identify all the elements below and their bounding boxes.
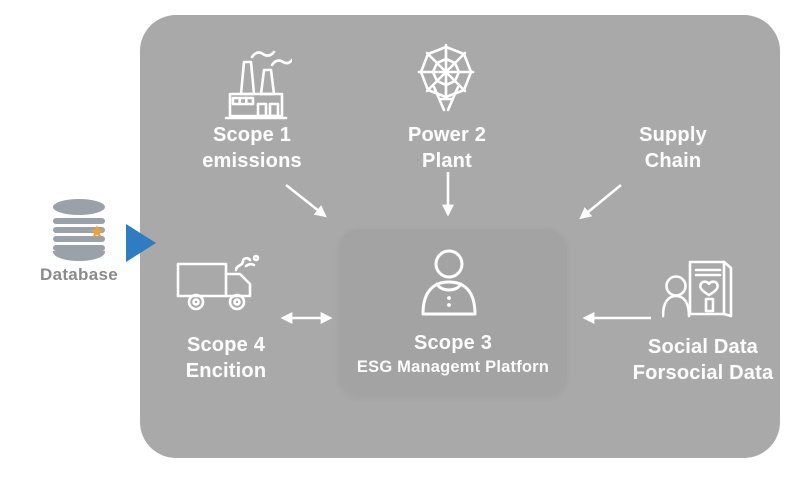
node-power-plant-label: Power 2 Plant [357, 122, 537, 175]
power-plant-line1: Power 2 [407, 124, 487, 146]
social-line2: Forsocial Data [632, 362, 774, 385]
person-icon [421, 249, 477, 316]
factory-icon [224, 50, 292, 120]
node-social-label: Social Data Forsocial Data [603, 334, 800, 387]
star-icon [90, 225, 104, 238]
supply-chain-line1: Supply [639, 124, 707, 146]
truck-icon [176, 254, 260, 311]
node-scope1-label: Scope 1 emissions [162, 122, 342, 175]
center-title: Scope 3 [413, 332, 493, 354]
database-flow-arrow-icon [126, 224, 156, 262]
center-platform-box: Scope 3 ESG Managemt Platforn [338, 228, 568, 398]
node-scope4-label: Scope 4 Encition [136, 332, 316, 385]
database-cylinder-icon [53, 199, 105, 261]
social-line1: Social Data [647, 336, 759, 358]
scope1-line1: Scope 1 [212, 124, 292, 146]
scope4-line2: Encition [185, 360, 267, 383]
power-plant-line2: Plant [422, 150, 472, 173]
center-subtitle: ESG Managemt Platforn [356, 358, 550, 376]
scope4-line1: Scope 4 [186, 334, 266, 356]
database-label: Database [40, 265, 118, 284]
node-supply-chain-label: Supply Chain [583, 122, 763, 175]
power-grid-web-icon [417, 43, 475, 112]
person-document-heart-icon [662, 260, 733, 318]
supply-chain-line2: Chain [644, 150, 702, 173]
scope1-line2: emissions [202, 150, 302, 173]
